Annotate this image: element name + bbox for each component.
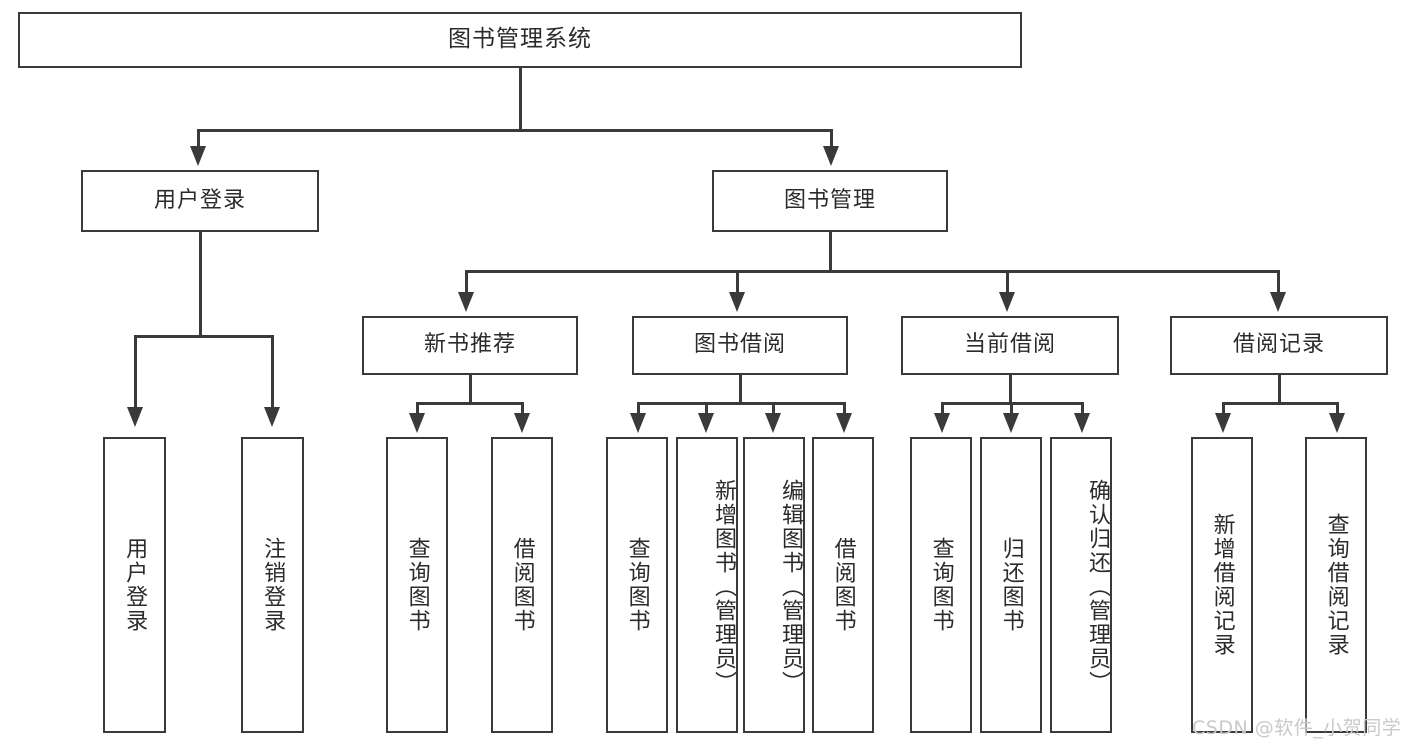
node-label: 图书管理 [783,187,876,213]
connector-borrow-record-stem [1278,375,1281,404]
node-label: 图书借阅 [693,332,786,358]
node-label: 查询图书 [624,537,650,633]
connector-new-book-branch-2 [521,402,524,414]
node-label: 编辑图书（管理员） [778,479,803,695]
arrow-current-borrow-leaf-1 [934,413,950,433]
node-label: 新书推荐 [423,332,516,358]
connector-book-borrow-stem [739,375,742,404]
connector-bm-to-book-borrow [736,270,739,293]
node-label: 借阅记录 [1232,332,1325,358]
node-label: 新增借阅记录 [1209,513,1235,657]
node-label: 借阅图书 [830,537,856,633]
connector-bm-to-borrow-record [1277,270,1280,293]
leaf-current-borrow-return-book[interactable]: 归还图书 [980,437,1042,733]
connector-current-borrow-stem [1009,375,1012,404]
node-current-borrow[interactable]: 当前借阅 [901,316,1119,375]
leaf-new-book-borrow-book[interactable]: 借阅图书 [491,437,553,733]
connector-new-book-bar [416,402,523,405]
connector-new-book-branch-1 [416,402,419,414]
connector-root-bar [197,129,832,132]
node-book-management[interactable]: 图书管理 [712,170,948,232]
connector-current-borrow-branch-2 [1010,402,1013,414]
arrow-root-to-book-management [823,146,839,166]
connector-book-management-stem [829,232,832,272]
arrow-new-book-leaf-1 [409,413,425,433]
connector-book-borrow-branch-1 [637,402,640,414]
node-label: 用户登录 [122,537,148,633]
node-label: 当前借阅 [963,332,1056,358]
leaf-book-borrow-borrow-book[interactable]: 借阅图书 [812,437,874,733]
arrow-bm-to-new-book-recommend [458,292,474,312]
leaf-new-book-query-book[interactable]: 查询图书 [386,437,448,733]
arrow-book-borrow-leaf-2 [698,413,714,433]
node-label: 注销登录 [260,537,286,633]
connector-current-borrow-branch-1 [941,402,944,414]
arrow-current-borrow-leaf-3 [1074,413,1090,433]
arrow-bm-to-borrow-record [1270,292,1286,312]
connector-borrow-record-bar [1222,402,1338,405]
leaf-borrow-record-add-record[interactable]: 新增借阅记录 [1191,437,1253,733]
leaf-current-borrow-query-book[interactable]: 查询图书 [910,437,972,733]
connector-book-borrow-branch-3 [772,402,775,414]
connector-new-book-stem [469,375,472,404]
connector-root-to-book-management [830,129,833,147]
leaf-book-borrow-add-book-admin[interactable]: 新增图书（管理员） [676,437,738,733]
node-label: 确认归还（管理员） [1085,479,1110,695]
connector-book-borrow-bar [637,402,845,405]
connector-bm-to-new-book [465,270,468,293]
connector-user-login-branch-1 [134,335,137,408]
node-label: 查询图书 [928,537,954,633]
arrow-borrow-record-leaf-2 [1329,413,1345,433]
arrow-book-borrow-leaf-4 [836,413,852,433]
arrow-user-login-leaf-1 [127,407,143,427]
connector-book-borrow-branch-4 [843,402,846,414]
node-book-borrow[interactable]: 图书借阅 [632,316,848,375]
node-label: 借阅图书 [509,537,535,633]
connector-book-borrow-branch-2 [705,402,708,414]
node-label: 新增图书（管理员） [711,479,736,695]
arrow-book-borrow-leaf-1 [630,413,646,433]
arrow-bm-to-current-borrow [999,292,1015,312]
connector-current-borrow-branch-3 [1081,402,1084,414]
connector-borrow-record-branch-1 [1222,402,1225,414]
arrow-borrow-record-leaf-1 [1215,413,1231,433]
connector-user-login-branch-2 [271,335,274,408]
node-user-login[interactable]: 用户登录 [81,170,319,232]
leaf-user-login-login[interactable]: 用户登录 [103,437,166,733]
node-label: 查询图书 [404,537,430,633]
connector-root-to-user-login [197,129,200,147]
leaf-current-borrow-confirm-return-admin[interactable]: 确认归还（管理员） [1050,437,1112,733]
node-new-book-recommend[interactable]: 新书推荐 [362,316,578,375]
csdn-watermark: CSDN @软件_小贺同学 [1192,717,1402,739]
leaf-book-borrow-query-book[interactable]: 查询图书 [606,437,668,733]
node-label: 图书管理系统 [448,26,592,53]
leaf-book-borrow-edit-book-admin[interactable]: 编辑图书（管理员） [743,437,805,733]
connector-user-login-bar [134,335,273,338]
node-label: 查询借阅记录 [1323,513,1349,657]
arrow-user-login-leaf-2 [264,407,280,427]
node-borrow-record[interactable]: 借阅记录 [1170,316,1388,375]
leaf-borrow-record-query-record[interactable]: 查询借阅记录 [1305,437,1367,733]
node-label: 用户登录 [153,187,246,213]
connector-bm-to-current-borrow [1006,270,1009,293]
arrow-new-book-leaf-2 [514,413,530,433]
connector-book-management-bar [465,270,1280,273]
connector-user-login-stem [199,232,202,337]
arrow-current-borrow-leaf-2 [1003,413,1019,433]
arrow-bm-to-book-borrow [729,292,745,312]
node-root-book-management-system[interactable]: 图书管理系统 [18,12,1022,68]
node-label: 归还图书 [998,537,1024,633]
connector-borrow-record-branch-2 [1336,402,1339,414]
arrow-root-to-user-login [190,146,206,166]
leaf-user-login-logout[interactable]: 注销登录 [241,437,304,733]
arrow-book-borrow-leaf-3 [765,413,781,433]
connector-root-stem [519,68,522,131]
